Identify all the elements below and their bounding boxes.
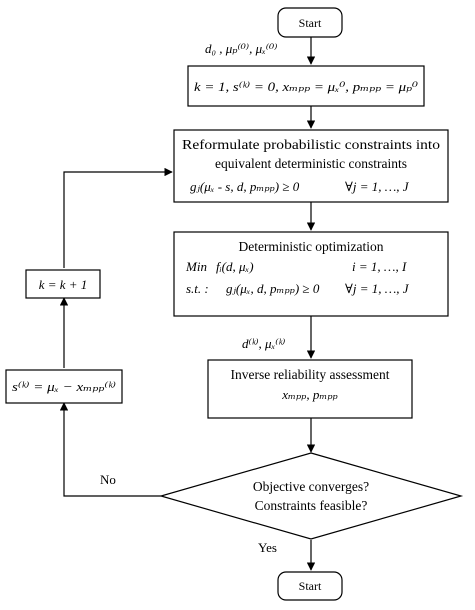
optimization-forall: ∀j = 1, …, J <box>345 281 410 296</box>
end-label: Start <box>299 579 322 593</box>
inverse-title: Inverse reliability assessment <box>231 367 390 382</box>
decision-line2: Constraints feasible? <box>255 498 368 513</box>
init-label: k = 1, s⁽ᵏ⁾ = 0, xₘₚₚ = μₓ⁰, pₘₚₚ = μₚ⁰ <box>194 79 419 94</box>
init-node: k = 1, s⁽ᵏ⁾ = 0, xₘₚₚ = μₓ⁰, pₘₚₚ = μₚ⁰ <box>187 65 425 107</box>
edge-no-loop <box>59 402 161 497</box>
optimization-constraint: gⱼ(μₓ, d, pₘₚₚ) ≥ 0 <box>226 281 320 296</box>
optimization-st-keyword: s.t. : <box>186 281 209 296</box>
edge-label-yes: Yes <box>258 540 277 555</box>
reformulate-line1: Reformulate probabilistic constraints in… <box>182 137 440 152</box>
start-node: Start <box>277 7 343 38</box>
decision-line1: Objective converges? <box>253 479 369 494</box>
inverse-node: Inverse reliability assessment xₘₚₚ, pₘₚ… <box>207 359 413 419</box>
reformulate-forall: ∀j = 1, …, J <box>345 179 410 194</box>
inverse-outputs: xₘₚₚ, pₘₚₚ <box>281 387 338 402</box>
increment-label: k = k + 1 <box>39 277 88 292</box>
reformulate-formula: gⱼ(μₓ - s, d, pₘₚₚ) ≥ 0 <box>190 179 300 194</box>
end-node: Start <box>277 571 343 601</box>
shift-node: s⁽ᵏ⁾ = μₓ − xₘₚₚ⁽ᵏ⁾ <box>5 369 123 404</box>
shift-label: s⁽ᵏ⁾ = μₓ − xₘₚₚ⁽ᵏ⁾ <box>12 379 116 394</box>
design-output-label: d⁽ᵏ⁾, μₓ⁽ᵏ⁾ <box>242 336 285 351</box>
reformulate-line2: equivalent deterministic constraints <box>215 156 407 171</box>
decision-node: Objective converges? Constraints feasibl… <box>158 452 464 540</box>
optimization-objective-range: i = 1, …, I <box>352 259 407 274</box>
optimization-objective: fᵢ(d, μₓ) <box>216 259 254 274</box>
increment-node: k = k + 1 <box>25 269 101 299</box>
start-label: Start <box>299 16 322 30</box>
edge-label-no: No <box>100 472 116 487</box>
optimization-title: Deterministic optimization <box>238 239 383 254</box>
init-inputs-label: d₀ , μₚ⁽⁰⁾, μₓ⁽⁰⁾ <box>205 41 277 56</box>
optimization-node: Deterministic optimization Min fᵢ(d, μₓ)… <box>173 231 449 317</box>
edge-increment-to-reformulate <box>63 167 173 268</box>
reformulate-node: Reformulate probabilistic constraints in… <box>173 129 449 203</box>
optimization-min-keyword: Min <box>185 259 207 274</box>
